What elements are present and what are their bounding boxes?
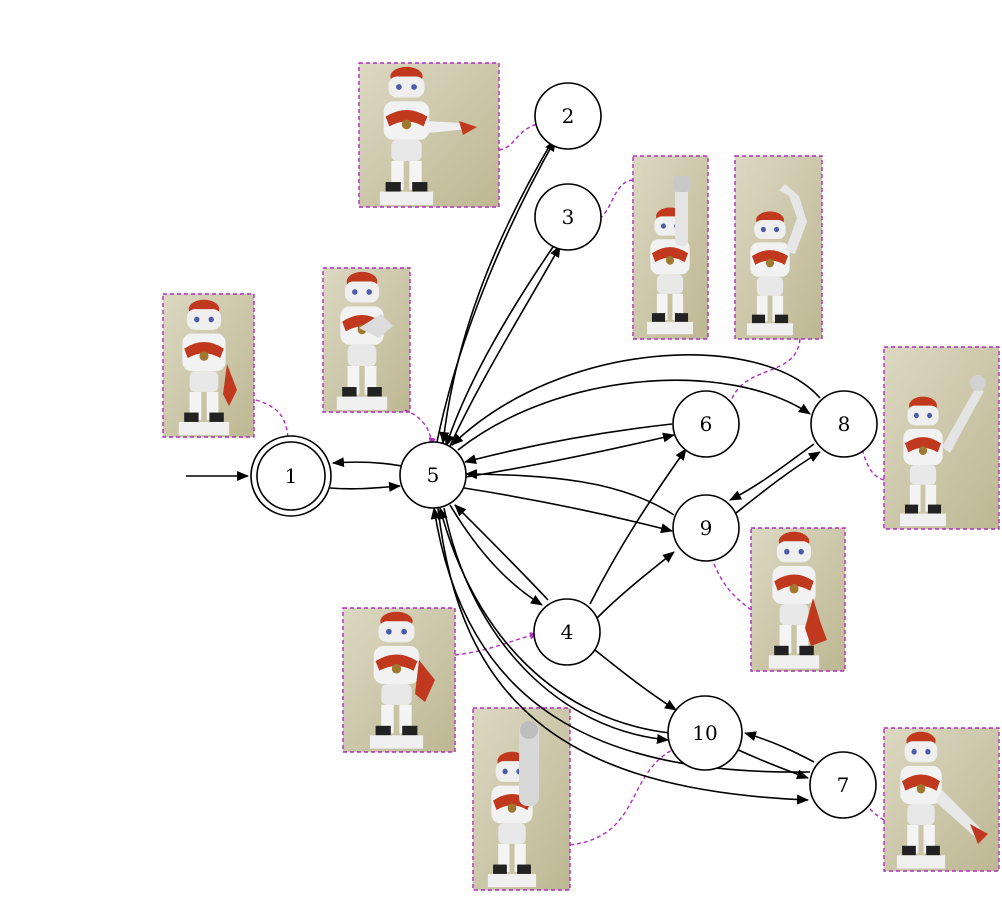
pose-link-1 [255,399,293,463]
state-label-4: 4 [561,620,574,644]
state-label-9: 9 [700,516,713,540]
state-node-4: 4 [533,598,601,666]
state-node-5: 5 [399,441,467,509]
edge-4-10 [594,649,677,711]
edge-9-8 [735,451,821,514]
edge-5-2 [436,139,556,443]
edge-5-8 [457,379,811,451]
pose-image-3 [632,155,709,340]
edge-1-5 [329,481,401,492]
edge-4-9 [596,551,675,619]
pose-image-9 [750,527,846,672]
state-label-1: 1 [285,464,298,488]
pose-image-8 [883,346,1000,530]
pose-link-6 [725,338,801,415]
edge-5-10 [443,507,669,744]
state-node-7: 7 [809,751,877,819]
pose-image-1 [162,293,255,438]
pose-image-6 [734,155,823,340]
edge-5-6 [465,432,675,478]
edge-5-9 [463,487,673,534]
state-node-9: 9 [672,494,740,562]
state-label-7: 7 [837,773,850,797]
edge-3-5 [444,243,556,447]
edge-4-6 [589,448,687,605]
state-node-8: 8 [810,390,878,458]
edge-10-7 [733,747,809,780]
pose-link-10 [569,740,694,846]
pose-image-4 [342,607,456,753]
state-label-8: 8 [838,412,851,436]
edge-8-5 [451,354,821,446]
state-label-10: 10 [692,721,717,745]
state-node-6: 6 [672,390,740,458]
edge-6-5 [464,423,673,465]
edge-10-5 [437,507,671,734]
edge-4-5 [454,504,549,601]
edge-7-5 [430,507,811,773]
edge-2-5 [439,144,551,444]
edge-5-1 [332,457,403,468]
pose-image-2 [358,62,500,208]
state-label-2: 2 [562,104,575,128]
state-label-3: 3 [562,205,575,229]
state-node-10: 10 [667,695,743,771]
state-label-6: 6 [700,412,713,436]
edge-7-10 [744,731,815,763]
state-node-2: 2 [534,82,602,150]
pose-link-2 [498,117,555,151]
pose-image-7 [883,727,1000,872]
edge-5-3 [449,245,561,447]
edge-8-9 [729,443,815,501]
edge-5-4 [449,504,543,606]
pose-link-4 [454,632,539,656]
state-node-3: 3 [534,183,602,251]
pose-image-10 [472,707,571,891]
edge-9-5 [465,469,675,516]
pose-link-5 [404,409,436,447]
state-node-1: 1 [250,435,332,517]
state-label-5: 5 [427,463,440,487]
pose-image-5 [322,267,411,413]
